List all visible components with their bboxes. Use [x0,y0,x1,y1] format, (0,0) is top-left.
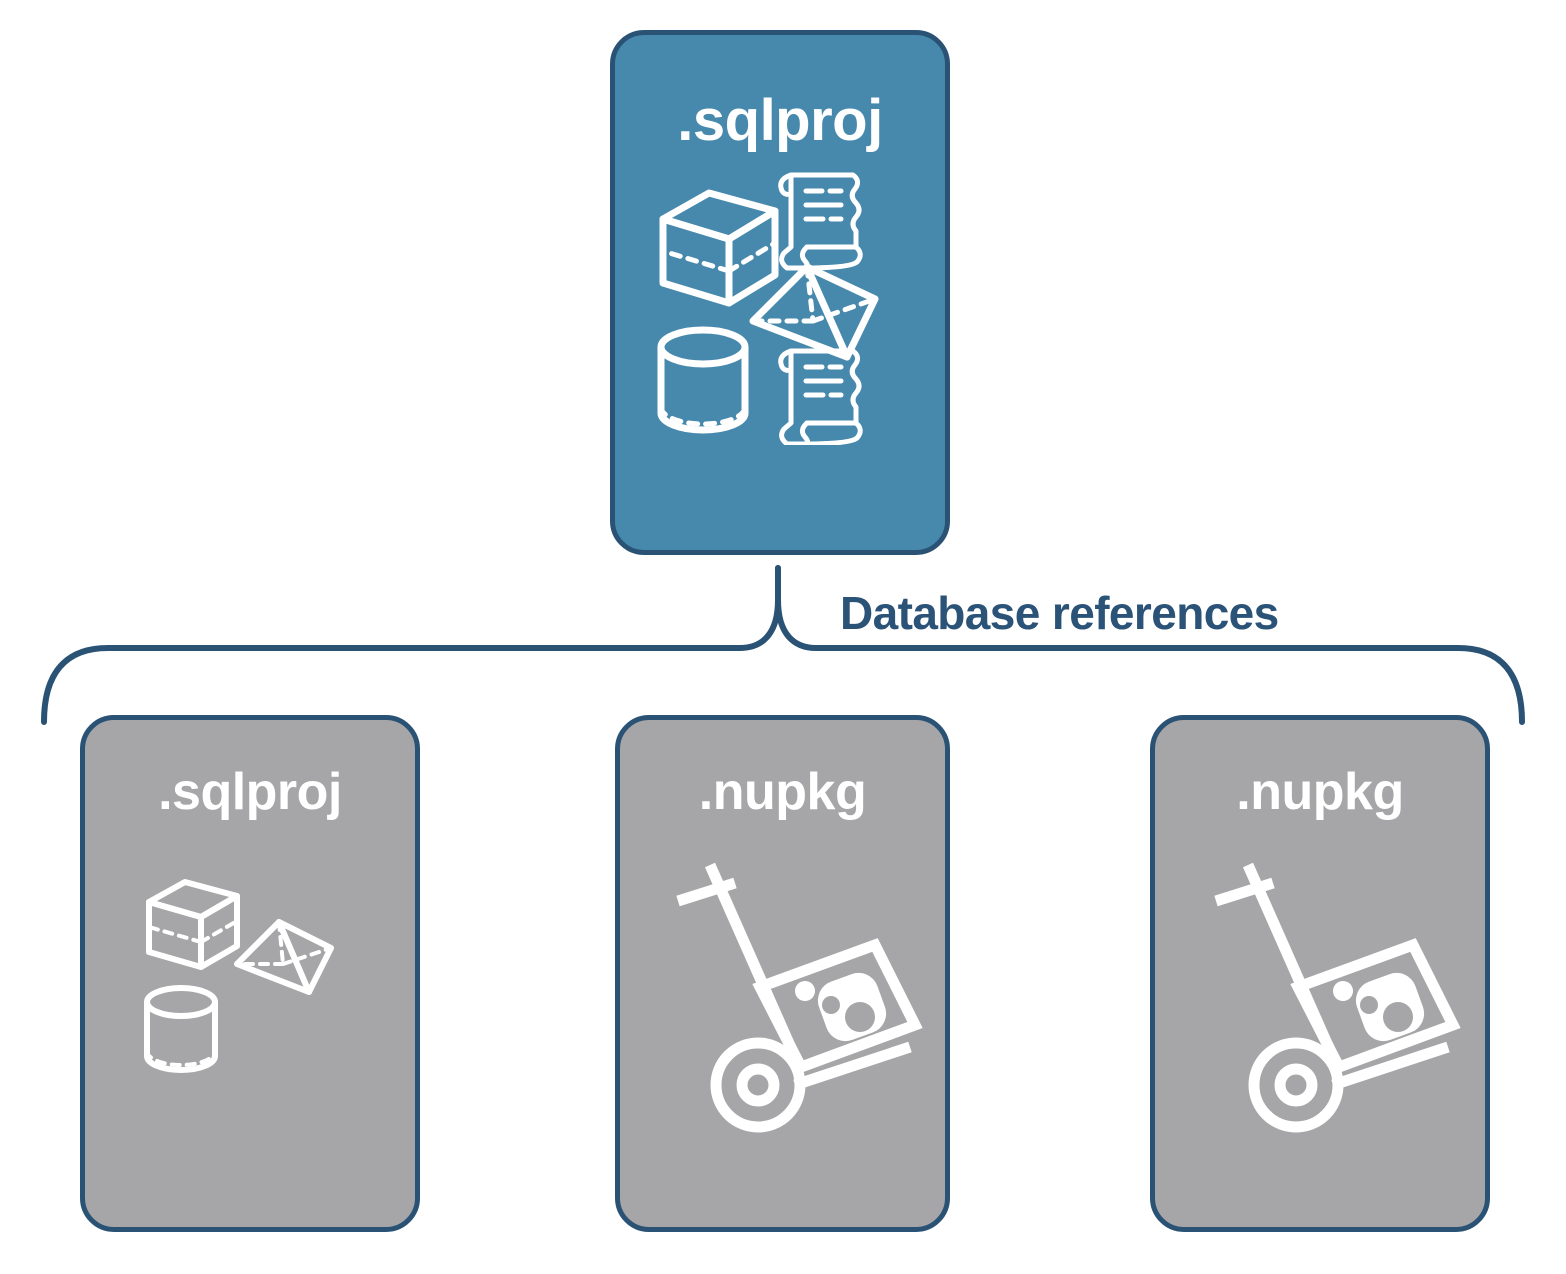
node-child-nupkg-2[interactable]: .nupkg [1150,715,1490,1232]
node-child-sqlproj[interactable]: .sqlproj [80,715,420,1232]
node-root-sqlproj[interactable]: .sqlproj [610,30,950,555]
child-nupkg-1-icon-group [645,845,945,1135]
node-root-label: .sqlproj [677,88,883,153]
cube-icon [146,879,240,970]
cylinder-icon [657,326,749,434]
scroll-icon [778,348,863,447]
pyramid-icon [749,263,879,361]
node-child-nupkg-1-label: .nupkg [698,763,867,821]
child-sqlproj-icon-group [123,868,383,1098]
scroll-icon [778,172,863,271]
connector-label-database-references: Database references [840,587,1279,639]
node-child-nupkg-2-label: .nupkg [1236,763,1404,821]
node-child-nupkg-1[interactable]: .nupkg [615,715,950,1232]
child-nupkg-2-icon-group [1183,845,1483,1135]
package-dolly-icon [676,862,923,1133]
package-dolly-icon [1214,862,1461,1133]
node-child-sqlproj-label: .sqlproj [158,763,342,821]
pyramid-icon [234,919,334,995]
cylinder-icon [144,985,218,1073]
cube-icon [659,189,779,307]
root-icon-group [635,155,935,447]
